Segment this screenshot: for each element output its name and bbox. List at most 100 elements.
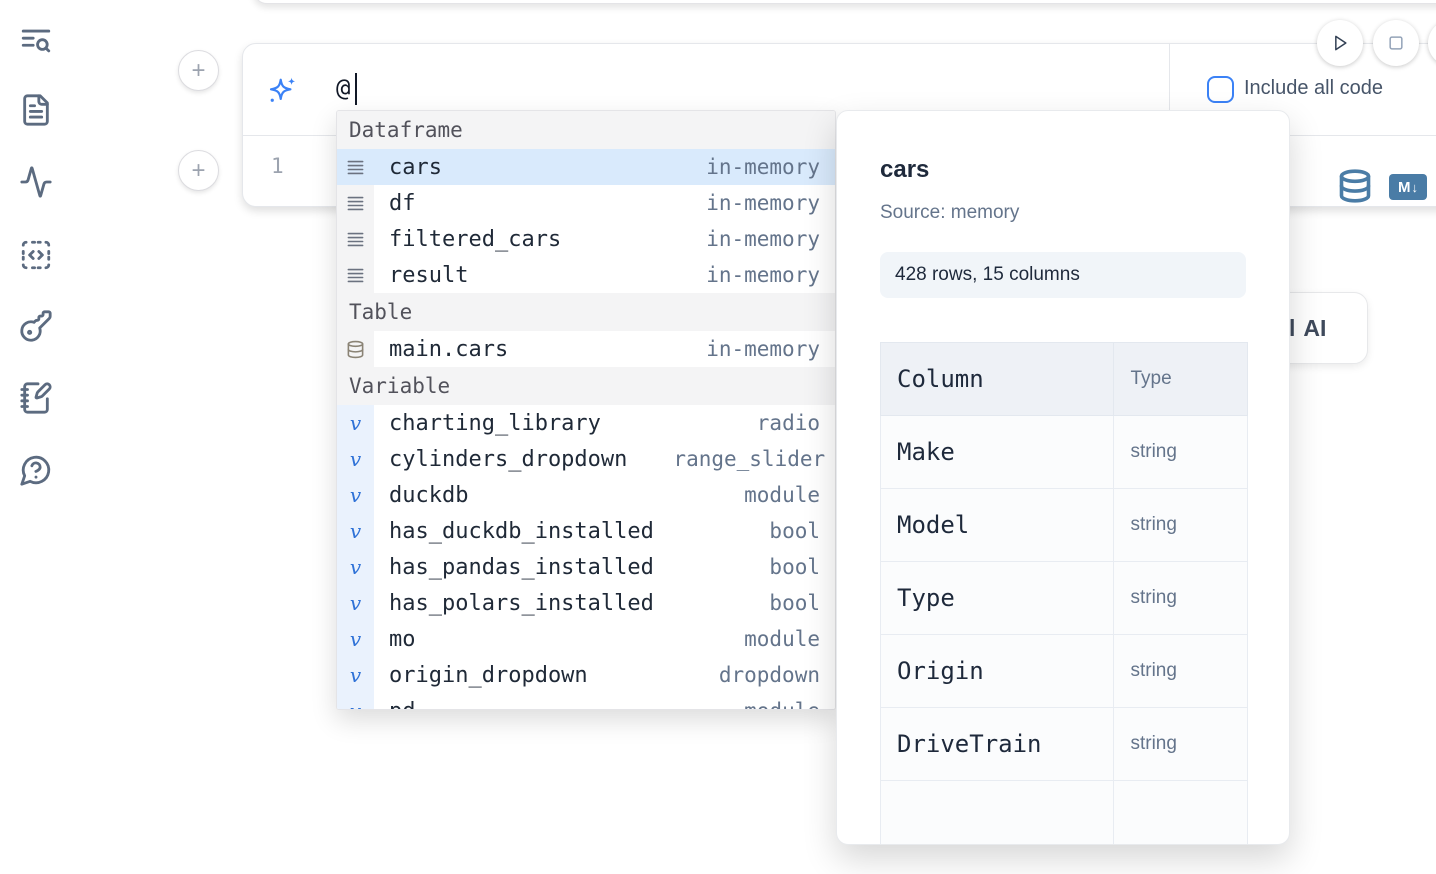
variable-icon: v	[337, 477, 374, 513]
stop-icon	[1389, 36, 1403, 50]
run-cell-button[interactable]	[1317, 20, 1363, 66]
autocomplete-item-charting_library[interactable]: v charting_library radio	[337, 405, 835, 441]
item-name: pd	[389, 699, 462, 710]
schema-column-name: Model	[879, 488, 1115, 562]
stop-button[interactable]	[1373, 20, 1419, 66]
rows-icon	[337, 149, 374, 185]
item-type: bool	[769, 555, 820, 579]
autocomplete-item-has_pandas_installed[interactable]: v has_pandas_installed bool	[337, 549, 835, 585]
item-name: main.cars	[389, 336, 509, 362]
sidebar	[0, 0, 72, 874]
add-cell-below-button[interactable]: +	[178, 150, 219, 191]
add-cell-above-button[interactable]: +	[178, 50, 219, 91]
schema-column-type: string	[1113, 488, 1248, 562]
include-all-code-label: Include all code	[1244, 77, 1383, 99]
item-type: radio	[756, 411, 820, 435]
schema-header-column: Column	[879, 342, 1115, 416]
play-icon	[1335, 35, 1347, 51]
item-name: has_duckdb_installed	[389, 518, 654, 544]
activity-icon[interactable]	[17, 163, 55, 201]
item-type: module	[744, 483, 820, 507]
autocomplete-section-dataframe: Dataframe	[337, 111, 835, 149]
item-name: result	[389, 262, 469, 288]
schema-column-type: string	[1113, 561, 1248, 635]
variable-icon: v	[337, 693, 374, 709]
item-type: in-memory	[706, 337, 820, 361]
autocomplete-item-pd[interactable]: v pd module	[337, 693, 835, 710]
rows-icon	[337, 257, 374, 293]
ai-sparkle-icon	[269, 77, 296, 102]
item-type: bool	[769, 591, 820, 615]
preview-shape-badge: 428 rows, 15 columns	[880, 252, 1246, 298]
document-icon[interactable]	[17, 91, 55, 129]
item-type: module	[744, 699, 835, 709]
item-name: has_polars_installed	[389, 590, 654, 616]
schema-column-name: Type	[879, 561, 1115, 635]
autocomplete-item-df[interactable]: df in-memory	[337, 185, 835, 221]
variable-icon: v	[337, 585, 374, 621]
help-chat-icon[interactable]	[17, 451, 55, 489]
variable-icon: v	[337, 405, 374, 441]
text-caret	[355, 73, 357, 105]
schema-row-partial	[879, 780, 1248, 844]
item-name: has_pandas_installed	[389, 554, 654, 580]
autocomplete-item-main.cars[interactable]: main.cars in-memory	[337, 331, 835, 367]
item-type: in-memory	[706, 263, 820, 287]
item-name: charting_library	[389, 410, 601, 436]
include-all-code-checkbox[interactable]	[1207, 76, 1234, 103]
markdown-icon[interactable]: M↓	[1389, 174, 1427, 200]
notebook-pen-icon[interactable]	[17, 379, 55, 417]
autocomplete-item-filtered_cars[interactable]: filtered_cars in-memory	[337, 221, 835, 257]
preview-source: Source: memory	[880, 202, 1020, 223]
item-type: in-memory	[706, 227, 820, 251]
database-icon	[337, 331, 374, 367]
ai-prompt-input[interactable]: @	[336, 74, 351, 102]
key-icon[interactable]	[17, 307, 55, 345]
autocomplete-item-result[interactable]: result in-memory	[337, 257, 835, 293]
prompt-panel-divider	[1169, 44, 1170, 135]
item-type: range_slider	[673, 447, 826, 471]
variable-icon: v	[337, 513, 374, 549]
item-name: duckdb	[389, 482, 469, 508]
variable-icon: v	[337, 549, 374, 585]
schema-column-type: string	[1113, 707, 1248, 781]
variable-icon: v	[337, 441, 374, 477]
schema-column-type: string	[1113, 634, 1248, 708]
database-icon[interactable]	[1337, 166, 1373, 206]
variable-icon: v	[337, 621, 374, 657]
item-type: in-memory	[706, 155, 820, 179]
previous-cell-edge	[253, 0, 1436, 4]
item-type: module	[744, 627, 820, 651]
snippets-code-icon[interactable]	[17, 236, 55, 274]
autocomplete-item-cars[interactable]: cars in-memory	[337, 149, 835, 185]
item-type: bool	[769, 519, 820, 543]
item-type: in-memory	[706, 191, 820, 215]
more-actions-button[interactable]	[1428, 20, 1436, 66]
preview-title: cars	[880, 156, 930, 183]
rows-icon	[337, 185, 374, 221]
schema-column-name: Origin	[879, 634, 1115, 708]
item-name: filtered_cars	[389, 226, 562, 252]
ai-button-fragment: l	[1289, 314, 1296, 341]
autocomplete-item-has_duckdb_installed[interactable]: v has_duckdb_installed bool	[337, 513, 835, 549]
schema-column-name: Make	[879, 415, 1115, 489]
item-name: cars	[389, 154, 442, 180]
item-name: df	[389, 190, 416, 216]
text-search-icon[interactable]	[17, 22, 55, 60]
dataframe-preview-popover: cars Source: memory 428 rows, 15 columns…	[836, 110, 1290, 845]
schema-column-type: string	[1113, 415, 1248, 489]
schema-header-type: Type	[1113, 342, 1248, 416]
rows-icon	[337, 221, 374, 257]
autocomplete-item-has_polars_installed[interactable]: v has_polars_installed bool	[337, 585, 835, 621]
autocomplete-section-table: Table	[337, 293, 835, 331]
